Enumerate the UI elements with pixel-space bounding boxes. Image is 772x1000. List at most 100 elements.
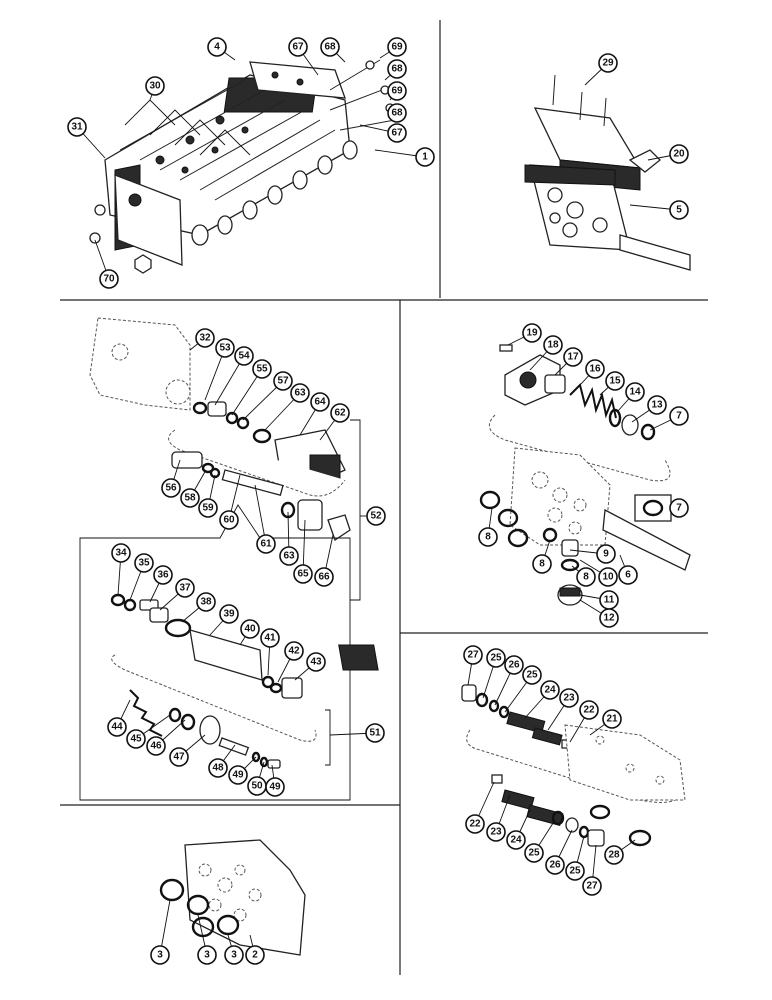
inlet-section-drawing — [159, 839, 306, 956]
callout-62: 62 — [319, 403, 350, 441]
callout-8: 8 — [571, 565, 596, 587]
svg-text:61: 61 — [260, 539, 272, 550]
callout-63: 63 — [279, 511, 299, 566]
svg-text:3: 3 — [231, 950, 237, 961]
svg-text:25: 25 — [569, 866, 581, 877]
svg-text:45: 45 — [130, 734, 142, 745]
callout-28: 28 — [604, 839, 636, 865]
callout-57: 57 — [242, 371, 293, 421]
svg-text:30: 30 — [149, 81, 161, 92]
valve-assembly-drawing — [89, 59, 396, 274]
svg-text:9: 9 — [603, 549, 609, 560]
callout-22: 22 — [569, 700, 599, 743]
svg-text:65: 65 — [297, 569, 309, 580]
callout-68: 68 — [320, 37, 346, 63]
callout-2: 2 — [245, 934, 265, 965]
svg-text:59: 59 — [202, 503, 214, 514]
svg-text:57: 57 — [277, 376, 289, 387]
callout-25: 25 — [482, 648, 506, 699]
svg-text:23: 23 — [490, 827, 502, 838]
callout-11: 11 — [579, 590, 619, 610]
svg-text:15: 15 — [609, 376, 621, 387]
svg-text:19: 19 — [526, 328, 538, 339]
callout-27: 27 — [582, 844, 602, 896]
svg-text:2: 2 — [252, 950, 258, 961]
svg-text:68: 68 — [324, 42, 336, 53]
svg-text:3: 3 — [157, 950, 163, 961]
callout-67: 67 — [288, 37, 319, 76]
callout-67: 67 — [359, 123, 407, 143]
svg-text:37: 37 — [179, 583, 191, 594]
callout-35: 35 — [129, 553, 154, 601]
svg-text:13: 13 — [651, 400, 663, 411]
svg-text:16: 16 — [589, 364, 601, 375]
callout-37: 37 — [159, 578, 195, 611]
callout-34: 34 — [111, 543, 131, 596]
callout-49: 49 — [228, 756, 257, 785]
callout-13: 13 — [631, 395, 667, 423]
svg-text:24: 24 — [510, 835, 522, 846]
callout-18: 18 — [529, 335, 563, 371]
end-section-drawing — [524, 74, 691, 271]
svg-text:22: 22 — [469, 819, 481, 830]
svg-text:66: 66 — [318, 572, 330, 583]
callout-47: 47 — [169, 734, 206, 767]
svg-text:26: 26 — [508, 660, 520, 671]
callout-26: 26 — [545, 829, 573, 875]
callout-10: 10 — [579, 559, 618, 587]
callout-39: 39 — [209, 604, 239, 636]
svg-text:49: 49 — [232, 770, 244, 781]
svg-text:68: 68 — [391, 108, 403, 119]
callout-7: 7 — [669, 498, 689, 518]
svg-text:67: 67 — [292, 42, 304, 53]
callout-4: 4 — [207, 37, 236, 61]
svg-text:42: 42 — [288, 646, 300, 657]
svg-text:26: 26 — [549, 860, 561, 871]
callout-24: 24 — [506, 809, 531, 850]
callout-40: 40 — [239, 619, 260, 646]
callout-38: 38 — [181, 592, 216, 623]
svg-text:67: 67 — [391, 128, 403, 139]
svg-text:14: 14 — [629, 387, 641, 398]
svg-text:6: 6 — [625, 570, 631, 581]
callout-64: 64 — [299, 392, 330, 436]
svg-text:58: 58 — [184, 493, 196, 504]
svg-text:24: 24 — [544, 685, 556, 696]
svg-text:43: 43 — [310, 657, 322, 668]
callout-54: 54 — [214, 346, 254, 406]
callout-68: 68 — [384, 59, 407, 81]
panel-dividers — [60, 20, 708, 975]
svg-text:55: 55 — [256, 364, 268, 375]
svg-text:50: 50 — [251, 781, 263, 792]
callout-45: 45 — [126, 714, 171, 749]
svg-text:10: 10 — [602, 572, 614, 583]
svg-text:41: 41 — [264, 633, 276, 644]
callout-23: 23 — [486, 794, 511, 842]
svg-text:68: 68 — [391, 64, 403, 75]
callout-29: 29 — [584, 53, 618, 86]
svg-text:62: 62 — [334, 408, 346, 419]
svg-text:23: 23 — [563, 693, 575, 704]
callout-68: 68 — [387, 103, 407, 123]
svg-text:7: 7 — [676, 503, 682, 514]
svg-text:60: 60 — [223, 515, 235, 526]
svg-text:46: 46 — [150, 741, 162, 752]
svg-text:54: 54 — [238, 351, 250, 362]
callout-25: 25 — [524, 819, 556, 863]
callout-56: 56 — [161, 459, 181, 498]
svg-text:11: 11 — [604, 595, 615, 606]
callout-23: 23 — [547, 688, 579, 731]
svg-text:5: 5 — [676, 205, 682, 216]
svg-text:40: 40 — [244, 624, 256, 635]
svg-text:51: 51 — [369, 728, 381, 739]
callout-15: 15 — [599, 371, 625, 396]
svg-text:70: 70 — [103, 274, 115, 285]
spool-section-drawing — [461, 684, 686, 847]
svg-text:69: 69 — [391, 86, 403, 97]
callout-69: 69 — [379, 37, 407, 59]
callout-20: 20 — [647, 144, 689, 164]
callout-3: 3 — [150, 899, 171, 965]
svg-text:25: 25 — [490, 653, 502, 664]
